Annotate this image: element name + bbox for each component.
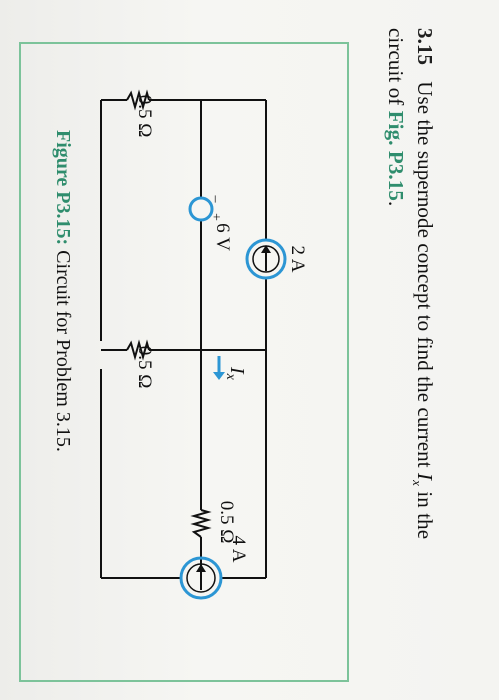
arrow-left-icon xyxy=(261,245,271,253)
arrow-right-icon xyxy=(213,372,225,380)
current-source-top xyxy=(245,238,287,280)
label-i-top: 2 A xyxy=(287,246,308,273)
figure-caption: Figure P3.15: Circuit for Problem 3.15. xyxy=(51,130,74,452)
current-source-right xyxy=(179,556,223,600)
label-v-source: 6 V xyxy=(212,223,233,251)
arrow-left-icon xyxy=(196,564,206,572)
caption-text: Circuit for Problem 3.15. xyxy=(52,245,74,452)
current-source-right-ring xyxy=(179,556,223,600)
wires xyxy=(100,89,267,579)
top-resistor xyxy=(190,509,212,538)
label-r-left: 0.5 Ω xyxy=(134,95,155,138)
voltage-source-minus: – xyxy=(208,195,223,204)
ix-indicator xyxy=(213,356,225,380)
current-source-top-ring xyxy=(245,238,287,280)
label-i-right: 4 A xyxy=(228,536,249,563)
middle-resistor xyxy=(126,339,150,361)
voltage-source-ring xyxy=(188,196,214,222)
label-ix-x: x xyxy=(223,373,238,381)
caption-label: Figure P3.15: xyxy=(52,130,74,246)
voltage-source: – + xyxy=(188,195,223,222)
voltage-source-plus: + xyxy=(208,213,223,221)
left-resistor xyxy=(126,89,150,111)
label-r-middle: 0.5 Ω xyxy=(134,346,155,389)
label-ix: Ix xyxy=(223,366,248,381)
label-ix-I: I xyxy=(226,366,248,375)
label-r-top: 0.5 Ω xyxy=(216,501,237,544)
